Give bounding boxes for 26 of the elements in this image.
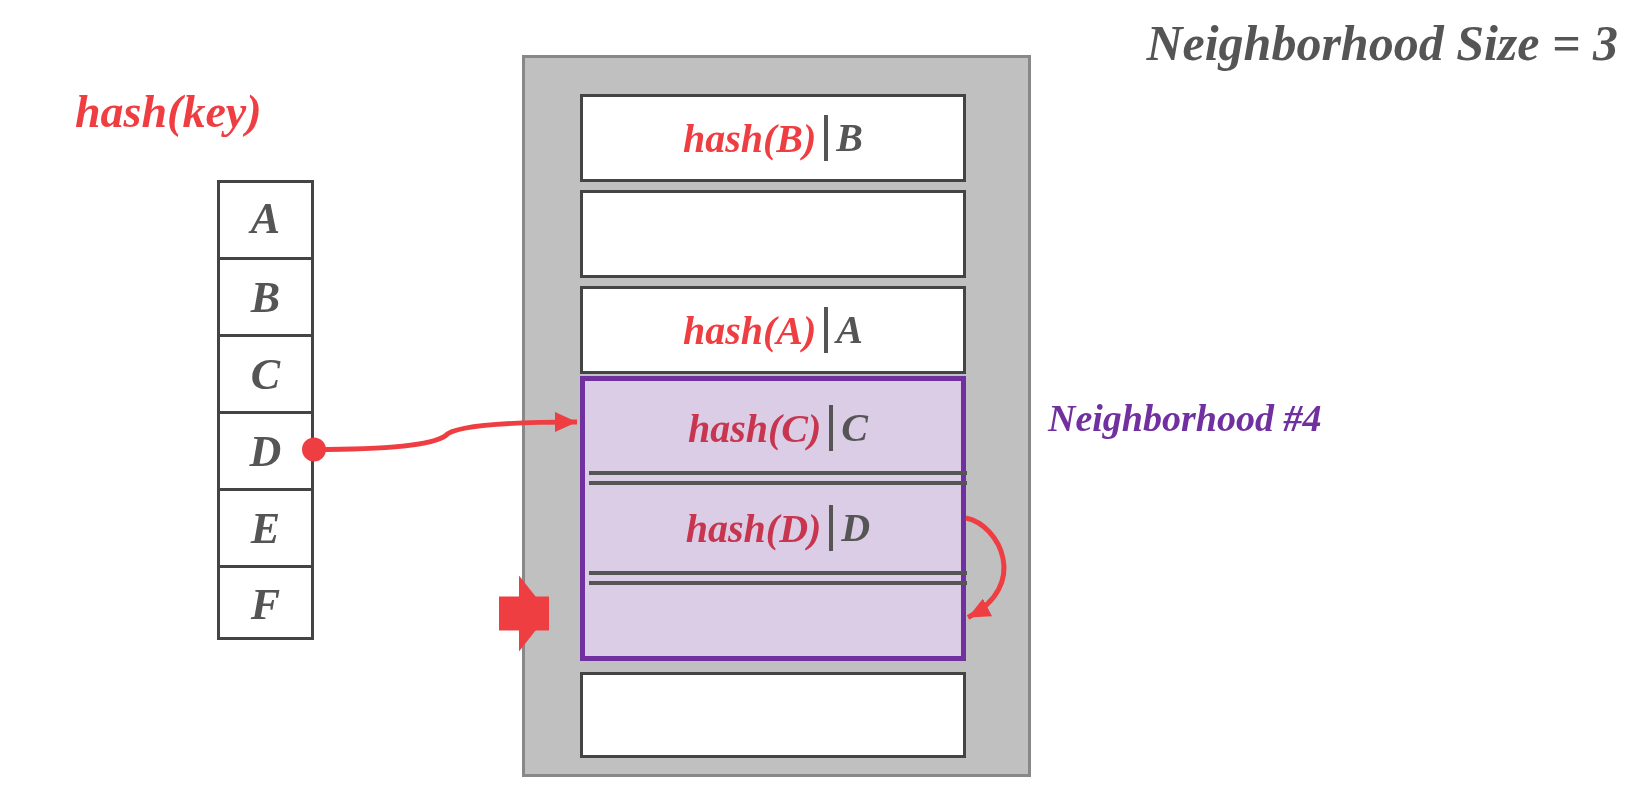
neighborhood-caption: Neighborhood #4 [1048, 396, 1322, 440]
arrow [302, 412, 577, 462]
table-slot [580, 286, 966, 374]
key-letter: C [250, 348, 281, 400]
hash-label: hash(D) [685, 504, 823, 552]
key-letter: A [250, 193, 281, 244]
empty-slot [580, 190, 966, 278]
key-label: D [829, 505, 871, 551]
key-letter: E [250, 502, 281, 554]
table-slot [580, 94, 966, 182]
key-label: A [824, 307, 864, 353]
note-text: Neighborhood Size = 3 [1146, 14, 1618, 72]
table-slot [589, 481, 967, 575]
key-label: C [829, 405, 869, 451]
block-arrow [499, 575, 549, 652]
key-letter: F [250, 578, 281, 630]
neighborhood-box [580, 376, 966, 661]
hash-label: hash(A) [682, 306, 818, 354]
hash-label: hash(B) [682, 114, 818, 162]
key-letter: B [250, 271, 281, 323]
empty-slot [580, 672, 966, 758]
arrow [965, 515, 1007, 620]
key-letter: D [249, 425, 282, 477]
hash-label: hash(C) [687, 404, 823, 452]
column-heading: hash(key) [75, 85, 262, 138]
key-label: B [824, 115, 864, 161]
